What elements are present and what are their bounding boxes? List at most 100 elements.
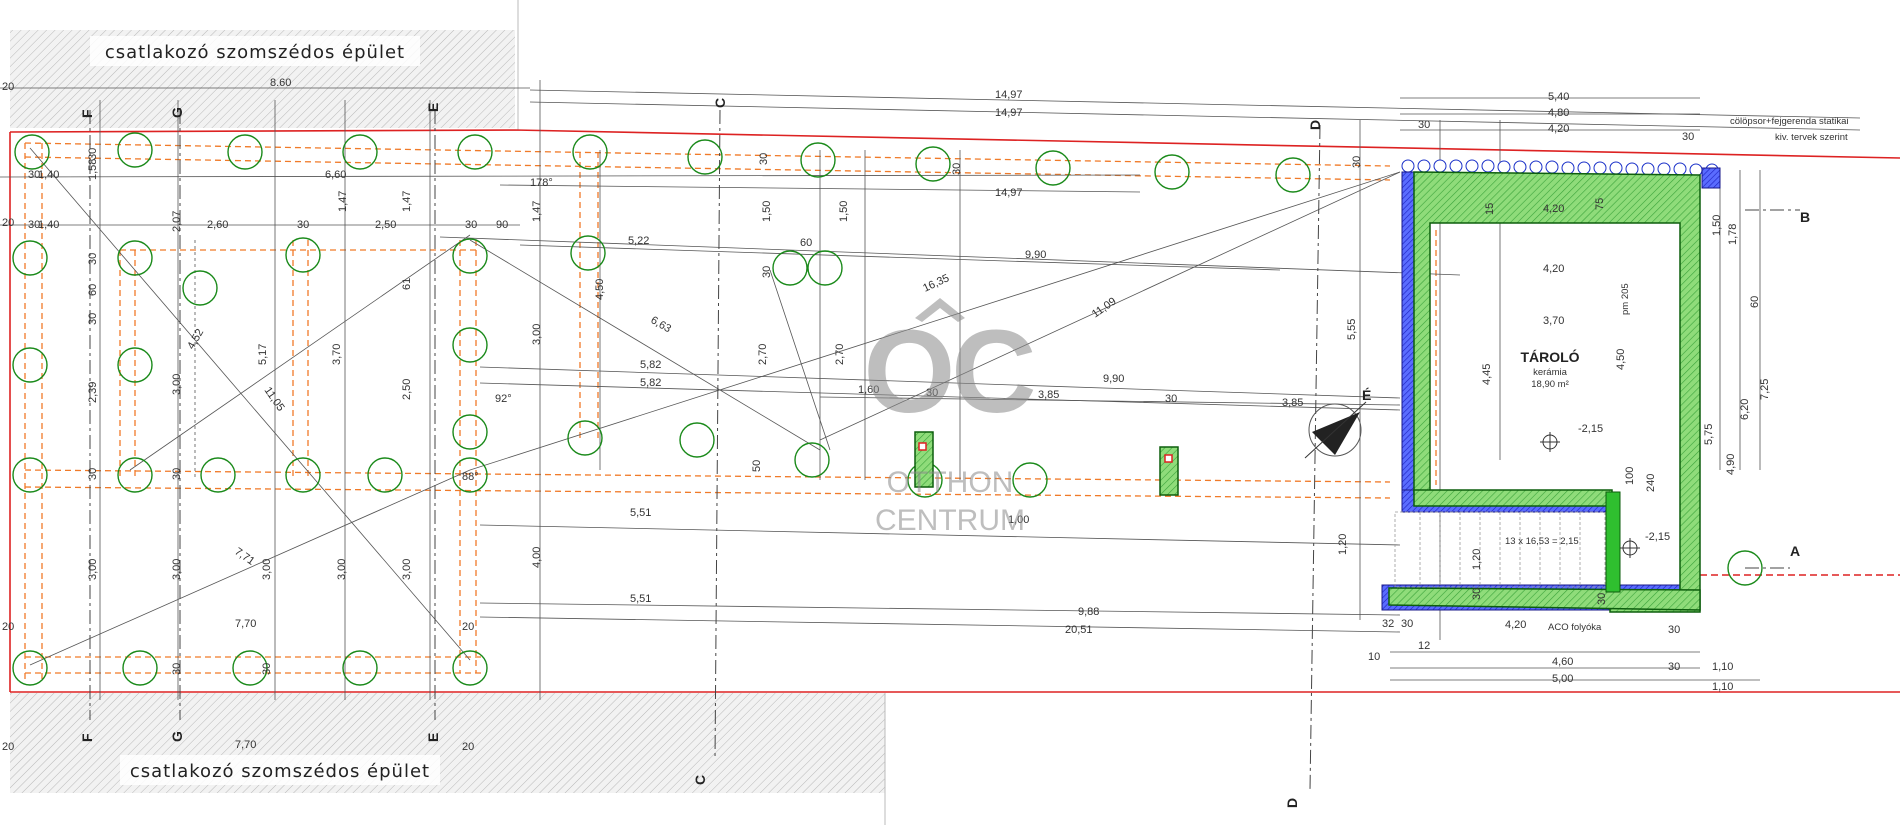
- storage-room-area: 18,90 m²: [1531, 379, 1569, 390]
- dim: 30: [28, 169, 40, 181]
- dim: 4,80: [1548, 107, 1569, 119]
- dim: 1,60: [858, 384, 879, 396]
- section-lines: [89, 109, 1800, 791]
- dim: 90: [496, 219, 508, 231]
- dim: 4,50: [594, 279, 606, 300]
- dim: 4,52: [185, 327, 206, 352]
- section-a: A: [1790, 543, 1800, 559]
- dim: 5,22: [628, 235, 649, 247]
- dim: 30: [1418, 119, 1430, 131]
- stair-spec: 13 x 16,53 = 2,15: [1505, 536, 1579, 547]
- dim: 1,40: [38, 219, 59, 231]
- dim: 50: [751, 460, 763, 472]
- dim: 5,82: [640, 359, 661, 371]
- dim: 5,75: [1703, 424, 1715, 445]
- dim: 1,20: [1337, 534, 1349, 555]
- section-d-bottom: D: [1284, 798, 1300, 808]
- north-arrow-icon: É: [1304, 387, 1371, 459]
- dim: 12: [1418, 640, 1430, 652]
- dim: 1,40: [38, 169, 59, 181]
- dim: 3,00: [531, 324, 543, 345]
- watermark: OC OTTHON CENTRUM: [864, 298, 1037, 537]
- dim: 30: [1471, 588, 1483, 600]
- dim: 30: [758, 153, 770, 165]
- dim: 3,85: [1038, 389, 1059, 401]
- dim: 30: [171, 663, 183, 675]
- dim: 11,05: [262, 385, 287, 414]
- dim: 60: [800, 237, 812, 249]
- section-f-top: F: [79, 109, 95, 118]
- dim: 30: [28, 219, 40, 231]
- neighbor-label-top: csatlakozó szomszédos épület: [105, 42, 405, 63]
- dim: 10: [1368, 651, 1380, 663]
- dim: 2,39: [87, 382, 99, 403]
- dim: 3,00: [87, 559, 99, 580]
- dim: 30: [1165, 393, 1177, 405]
- dim: 30: [297, 219, 309, 231]
- neighbor-building-top: csatlakozó szomszédos épület: [10, 30, 515, 128]
- dim: 9,88: [1078, 606, 1099, 618]
- dim: 5,82: [640, 377, 661, 389]
- dim: 3,00: [336, 559, 348, 580]
- dim: 1,10: [1712, 681, 1733, 693]
- dim: 30: [87, 148, 99, 160]
- dim: 9,90: [1025, 249, 1046, 261]
- dim: 1,78: [1727, 224, 1739, 245]
- dim: 1,50: [1711, 215, 1723, 236]
- dim: 1,47: [337, 191, 349, 212]
- dim: 5,51: [630, 593, 651, 605]
- dim: 9,90: [1103, 373, 1124, 385]
- aco-label: ACO folyóka: [1548, 622, 1602, 633]
- dim: 30: [761, 266, 773, 278]
- dim: 61: [401, 278, 413, 290]
- dim: 8.60: [270, 77, 291, 89]
- dim: 14,97: [995, 107, 1023, 119]
- dim: 7,71: [232, 546, 256, 568]
- dim: 1,47: [401, 191, 413, 212]
- dim: 30: [1682, 131, 1694, 143]
- dim: 30: [1668, 661, 1680, 673]
- storage-room-material: kerámia: [1533, 367, 1568, 378]
- dim: 20: [2, 741, 14, 753]
- dim: 11,09: [1090, 295, 1119, 320]
- dim: 7,25: [1759, 379, 1771, 400]
- foundation-lines: [24, 142, 1437, 680]
- dim: 6,20: [1739, 399, 1751, 420]
- dim: 1,00: [1008, 514, 1029, 526]
- dim: 4,90: [1725, 454, 1737, 475]
- piles: [12, 132, 1763, 686]
- dim: 16,35: [921, 272, 951, 295]
- dim: 3,00: [401, 559, 413, 580]
- dim: 20: [462, 621, 474, 633]
- dim: 5,40: [1548, 91, 1569, 103]
- dim: 1,50: [838, 201, 850, 222]
- dim: 14,97: [995, 89, 1023, 101]
- dim: 1,50: [761, 201, 773, 222]
- section-g-top: G: [169, 107, 185, 118]
- dim: 3,00: [171, 559, 183, 580]
- dim: 30: [951, 163, 963, 175]
- watermark-line1: OTTHON: [887, 466, 1014, 499]
- pile-row: [1401, 159, 1719, 177]
- dim: 30: [87, 253, 99, 265]
- dim: 1,10: [1712, 661, 1733, 673]
- section-g-bottom: G: [169, 731, 185, 742]
- neighbor-label-bottom: csatlakozó szomszédos épület: [130, 761, 430, 782]
- dim: 30: [87, 468, 99, 480]
- dim: 2,70: [834, 344, 846, 365]
- dim: 30: [1401, 618, 1413, 630]
- section-e-top: E: [425, 103, 441, 112]
- north-label: É: [1362, 387, 1371, 403]
- dim: 7,70: [235, 739, 256, 751]
- dim: 20: [2, 621, 14, 633]
- storage-room-labels: TÁROLÓ kerámia 18,90 m² -2,15 -2,15 13 x…: [1505, 116, 1849, 633]
- dim: 2,60: [207, 219, 228, 231]
- dim: 30: [171, 468, 183, 480]
- dim: 2,07: [171, 211, 183, 232]
- dim: 60: [1749, 296, 1761, 308]
- section-b: B: [1800, 209, 1810, 225]
- columns: [914, 431, 1179, 496]
- section-d-top: D: [1307, 120, 1323, 130]
- dim: 2,50: [401, 379, 413, 400]
